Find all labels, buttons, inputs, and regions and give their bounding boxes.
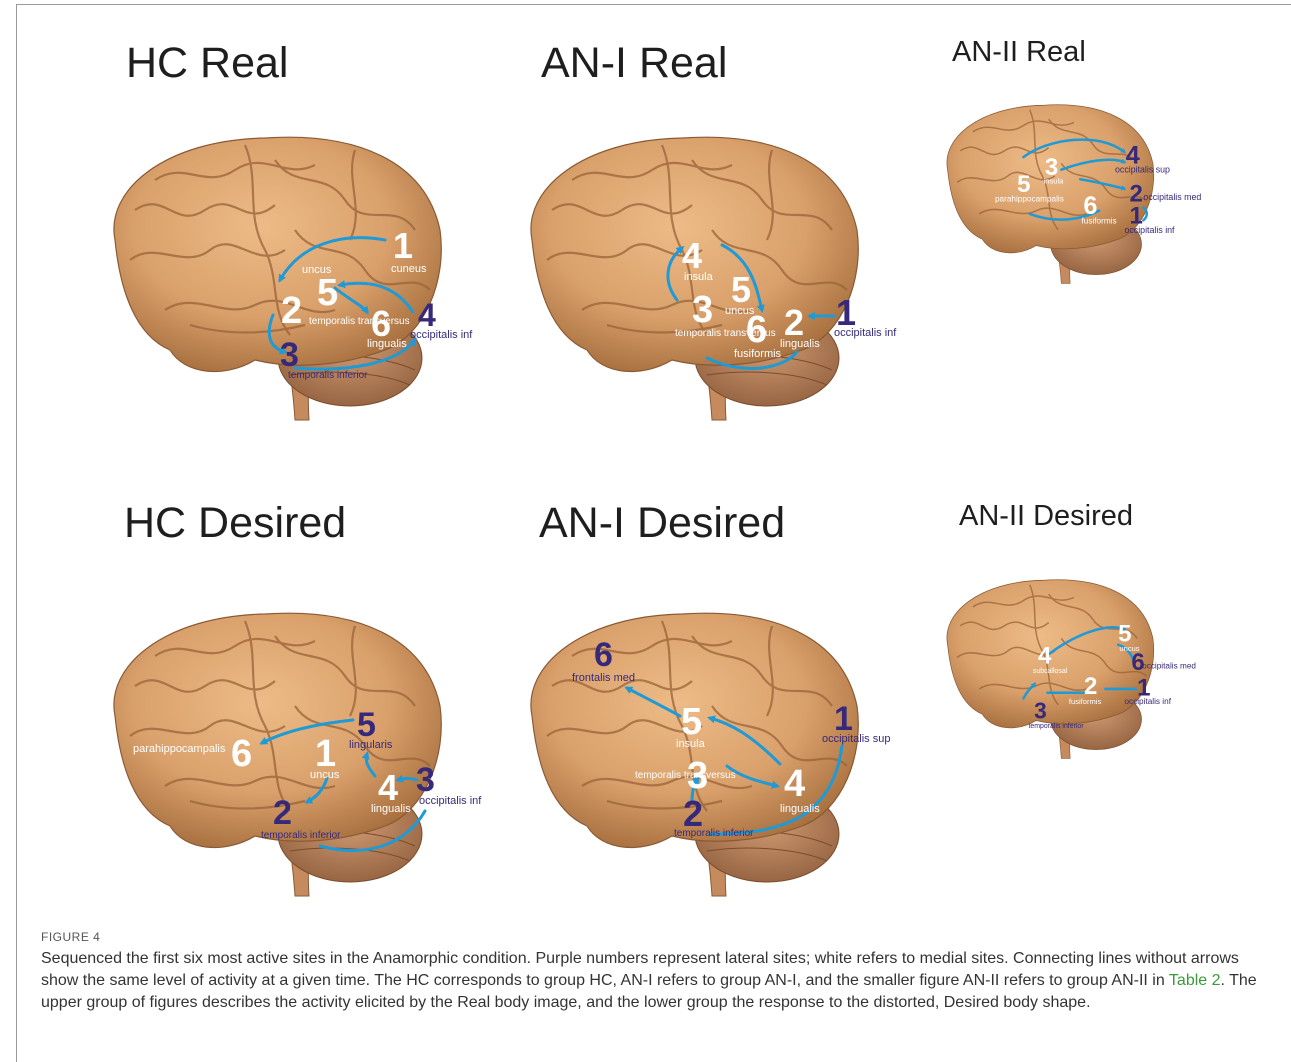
site-label-4: lingualis <box>780 803 820 815</box>
site-label-1: occipitalis sup <box>822 733 890 745</box>
site-label-6: parahippocampalis <box>133 743 226 755</box>
site-label-4: subcallosal <box>1033 668 1068 675</box>
site-label-2: temporalis inferior <box>674 828 754 839</box>
site-number-4: 4 <box>784 763 805 805</box>
site-label-3: occipitalis inf <box>419 795 482 807</box>
brain-illustration: 1 uncus 2 temporalis inferior 3 occipita… <box>95 596 475 916</box>
brain-illustration: 1 occipitalis inf 2 fusiformis 3 tempora… <box>935 565 1175 775</box>
brain-illustration: 1 occipitalis sup 2 temporalis inferior … <box>512 596 892 916</box>
site-label-3: temporalis inferior <box>1028 723 1084 730</box>
site-number-6: 6 <box>231 733 252 775</box>
site-number-4: 4 <box>682 235 702 276</box>
site-label-6: fusiformis <box>1082 216 1117 225</box>
site-number-2: 2 <box>273 794 292 832</box>
site-number-1: 1 <box>393 225 413 266</box>
site-number-6: 6 <box>1083 192 1097 220</box>
panel-title: AN-II Real <box>952 38 1086 67</box>
site-number-4: 4 <box>418 297 436 333</box>
site-number-3: 3 <box>416 761 435 799</box>
site-number-2: 2 <box>784 302 804 343</box>
brain-illustration: 1 cuneus 2 3 temporalis inferior 4 occip… <box>95 120 475 440</box>
site-number-5: 5 <box>317 272 338 314</box>
site-number-5: 5 <box>681 701 702 743</box>
site-label-6: frontalis med <box>572 672 635 684</box>
brain-illustration: 1 occipitalis inf 2 occipitalis med 3 in… <box>935 90 1175 300</box>
site-label-6: fusiformis <box>734 348 782 360</box>
site-label-1: occipitalis inf <box>1124 697 1171 706</box>
extra-site-label: temporalis transversus <box>309 316 410 327</box>
site-number-3: 3 <box>692 289 713 331</box>
site-number-6: 6 <box>594 636 613 674</box>
site-label-1: uncus <box>310 769 340 781</box>
figure-label: FIGURE 4 <box>41 930 100 944</box>
panel-anii-desired: AN-II Desired 1 occipitalis inf 2 fusifo… <box>935 565 1175 775</box>
site-label-5: parahippocampalis <box>995 194 1064 203</box>
site-label-5: lingularis <box>349 739 393 751</box>
panel-hc-real: HC Real 1 cuneus 2 3 tem <box>95 120 475 440</box>
site-label-4: occipitalis inf <box>410 329 473 341</box>
site-label-4: lingualis <box>371 803 411 815</box>
site-label-6: occipitalis med <box>1142 662 1196 671</box>
site-number-2: 2 <box>1084 673 1097 700</box>
site-label-2: fusiformis <box>1069 697 1102 706</box>
site-label-2: lingualis <box>780 338 820 350</box>
site-label-4: occipitalis sup <box>1115 164 1170 174</box>
panel-title: HC Real <box>126 42 289 85</box>
brain-illustration: 1 occipitalis inf 2 lingualis 3 temporal… <box>512 120 892 440</box>
site-number-2: 2 <box>281 290 302 332</box>
panel-title: AN-I Desired <box>539 502 785 545</box>
site-label-1: occipitalis inf <box>834 327 897 339</box>
site-label-5: insula <box>676 738 706 750</box>
site-label-3: temporalis inferior <box>288 370 368 381</box>
site-number-3: 3 <box>1034 698 1047 724</box>
table-2-link[interactable]: Table 2 <box>1169 972 1221 989</box>
site-label-3: temporalis transversus <box>635 770 736 781</box>
panel-title: AN-II Desired <box>959 502 1133 531</box>
site-label-1: occipitalis inf <box>1124 225 1175 235</box>
site-number-5: 5 <box>731 269 751 310</box>
figure-caption: Sequenced the first six most active site… <box>41 948 1266 1014</box>
panel-anii-real: AN-II Real 1 occipitalis inf 2 occipital… <box>935 90 1175 300</box>
site-label-2: occipitalis med <box>1143 192 1201 202</box>
site-label-6: lingualis <box>367 338 407 350</box>
panel-title: AN-I Real <box>541 42 727 85</box>
panel-title: HC Desired <box>124 502 346 545</box>
panel-hc-desired: HC Desired 1 uncus 2 temporali <box>95 596 475 916</box>
site-label-2: temporalis inferior <box>261 830 341 841</box>
site-number-2: 2 <box>1130 180 1143 207</box>
site-label-1: cuneus <box>391 263 427 275</box>
site-label-5: uncus <box>302 264 332 276</box>
site-number-4: 4 <box>1038 643 1052 670</box>
site-number-6: 6 <box>746 309 767 351</box>
site-label-3: insula <box>1044 177 1065 186</box>
site-number-3: 3 <box>280 336 299 374</box>
caption-text: Sequenced the first six most active site… <box>41 950 1239 989</box>
site-label-4: insula <box>684 271 714 283</box>
panel-ani-real: AN-I Real 1 occipitalis inf 2 lingual <box>512 120 892 440</box>
site-number-4: 4 <box>378 767 398 808</box>
panel-ani-desired: AN-I Desired 1 occipitalis sup 2 <box>512 596 892 916</box>
